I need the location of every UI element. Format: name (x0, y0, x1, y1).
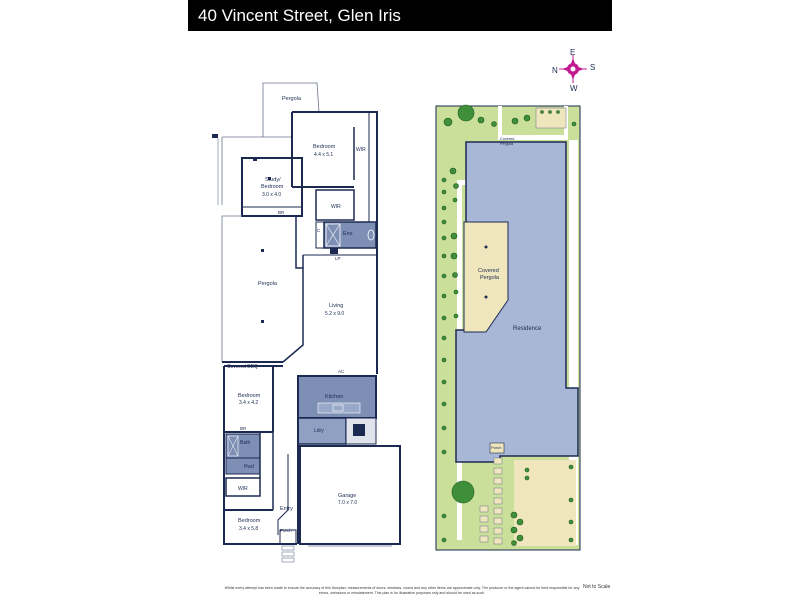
label-living: Living (329, 303, 343, 309)
label-pergola-top: Pergola (282, 96, 302, 102)
label-study: Study/ (265, 177, 281, 183)
tree-icons (441, 104, 577, 546)
label-ens: Ens (343, 231, 353, 237)
compass-w: W (570, 84, 578, 93)
label-living-size: 5.2 x 9.0 (325, 311, 344, 317)
compass-s: S (590, 63, 595, 72)
label-wir1: WIR (356, 147, 366, 153)
covered-pergola-block (463, 221, 509, 333)
tree-icon (457, 104, 475, 122)
study-room (241, 157, 303, 217)
label-garage-size: 7.0 x 7.0 (338, 500, 357, 506)
header-bar: 40 Vincent Street, Glen Iris (188, 0, 612, 31)
label-bedroom1: Bedroom (313, 144, 336, 150)
label-covered-bbq: Covered BBQ (227, 364, 258, 370)
label-br1: BR (278, 210, 285, 215)
label-wir3: WIR (238, 486, 248, 492)
site-label-residence: Residence (513, 326, 542, 332)
label-garage: Garage (338, 493, 356, 499)
wir-room-3 (225, 477, 261, 497)
garage-room (299, 445, 401, 545)
scale-note: Not to Scale (583, 584, 611, 590)
label-bedroom3: Bedroom (238, 518, 261, 524)
label-entry: Entry (280, 506, 293, 512)
site-label-porch: Porch (491, 445, 501, 450)
floor-plan: Pergola Bedroom 4.4 x 5.1 WIR Study/ Bed… (212, 82, 401, 563)
tree-icon-large (451, 480, 475, 504)
label-study2: Bedroom (261, 184, 284, 190)
label-c: C (317, 228, 321, 233)
label-pergola-mid: Pergola (258, 281, 278, 287)
label-bedroom2: Bedroom (238, 393, 261, 399)
label-bath: Bath (240, 440, 251, 446)
kitchen-area (297, 375, 377, 419)
label-kitchen: Kitchen (325, 394, 343, 400)
page-title: 40 Vincent Street, Glen Iris (198, 6, 401, 25)
label-ac: AC (338, 369, 345, 374)
label-br2: BR (240, 426, 247, 431)
label-porch: Porch (280, 528, 292, 533)
disclaimer-text: Whilst every attempt has been made to en… (224, 586, 580, 595)
label-p: P (353, 428, 356, 433)
powder-room (225, 457, 261, 475)
compass: E N S W (552, 48, 595, 93)
wir-room (315, 189, 355, 221)
bath-room (225, 433, 261, 459)
label-bedroom1-size: 4.4 x 5.1 (314, 152, 333, 158)
label-study-size: 3.0 x 4.0 (262, 192, 281, 198)
site-label-pergola-small: Pergola (500, 142, 514, 146)
compass-e: E (570, 48, 575, 57)
label-ldry: Ldry (314, 428, 324, 434)
site-label-covered: Covered (478, 268, 499, 274)
compass-n: N (552, 66, 558, 75)
site-label-pergola: Pergola (480, 275, 500, 281)
label-wir2: WIR (331, 204, 341, 210)
site-plan: Covered Pergola Covered Pergola Residenc… (435, 104, 581, 551)
label-pwd: Pwd (244, 464, 254, 470)
label-lp: LP (335, 256, 341, 261)
site-label-covered-small: Covered (500, 137, 514, 141)
label-bedroom3-size: 3.4 x 5.8 (239, 526, 258, 532)
label-bedroom2-size: 3.4 x 4.2 (239, 400, 258, 406)
